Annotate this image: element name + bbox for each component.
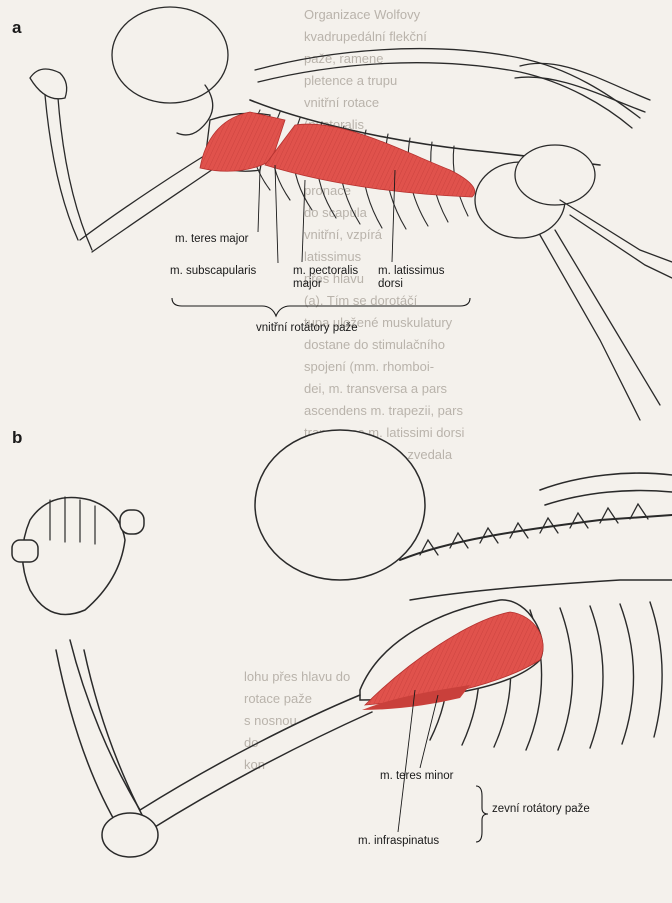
label-teres-major: m. teres major bbox=[175, 233, 249, 246]
label-teres-minor: m. teres minor bbox=[380, 770, 454, 783]
panel-b-letter: b bbox=[12, 428, 22, 448]
skull-a bbox=[112, 7, 228, 103]
panel-a-skeleton bbox=[30, 7, 672, 420]
label-infraspinatus: m. infraspinatus bbox=[358, 835, 439, 848]
panel-b-leader-lines bbox=[398, 690, 488, 842]
panel-a-letter: a bbox=[12, 18, 21, 38]
panel-a-muscles bbox=[200, 112, 475, 197]
panel-b-skeleton bbox=[12, 430, 672, 857]
label-subscapularis: m. subscapularis bbox=[170, 265, 256, 278]
label-latissimus-dorsi: m. latissimus dorsi bbox=[378, 265, 458, 291]
skull-b bbox=[255, 430, 425, 580]
brace-b bbox=[476, 786, 488, 842]
label-internal-rotators: vnitřní rotátory paže bbox=[256, 322, 358, 335]
label-external-rotators: zevní rotátory paže bbox=[492, 803, 590, 816]
label-pectoralis-major: m. pectoralis major bbox=[293, 265, 363, 291]
brace-a bbox=[172, 298, 470, 316]
